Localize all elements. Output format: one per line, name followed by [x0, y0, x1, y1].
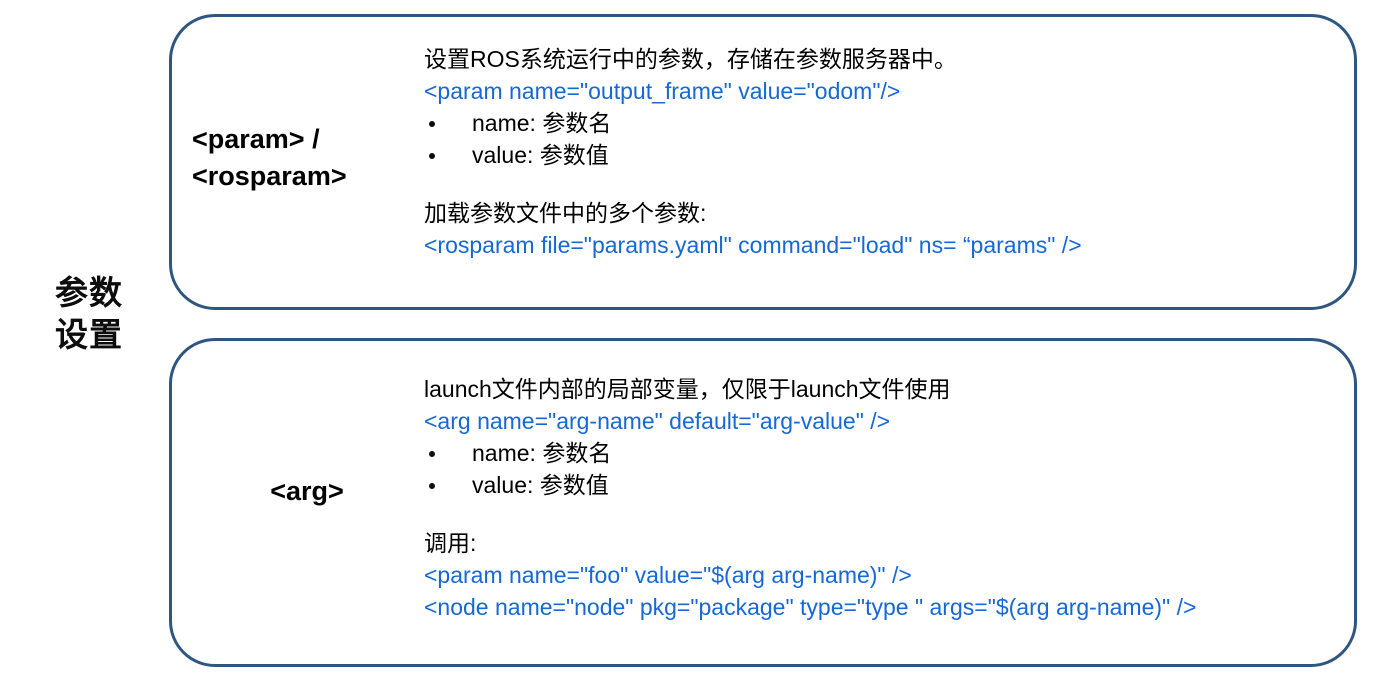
spacer — [424, 501, 1354, 527]
list-item: value: 参数值 — [424, 469, 1354, 501]
list-item-label: name: 参数名 — [472, 110, 612, 136]
list-item-label: value: 参数值 — [472, 142, 609, 168]
group-label-line-2: 设置 — [55, 316, 123, 353]
code-line: <rosparam file="params.yaml" command="lo… — [424, 232, 1082, 258]
list-item: name: 参数名 — [424, 107, 1354, 139]
list-item: value: 参数值 — [424, 139, 1354, 171]
bullet-dot-icon — [429, 153, 435, 159]
box-tag-arg: <arg> — [192, 473, 422, 510]
attribute-list: name: 参数名 value: 参数值 — [424, 107, 1354, 171]
box-param-content: 设置ROS系统运行中的参数，存储在参数服务器中。 <param name="ou… — [424, 17, 1354, 261]
description-line: 设置ROS系统运行中的参数，存储在参数服务器中。 — [424, 46, 957, 72]
box-tag-param-line-1: <param> / — [192, 124, 320, 154]
description-line: launch文件内部的局部变量，仅限于launch文件使用 — [424, 376, 951, 402]
code-line: <arg name="arg-name" default="arg-value"… — [424, 408, 891, 434]
list-item-label: name: 参数名 — [472, 440, 612, 466]
callout-box-arg: <arg> launch文件内部的局部变量，仅限于launch文件使用 <arg… — [169, 338, 1357, 667]
bullet-dot-icon — [429, 483, 435, 489]
code-line: <node name="node" pkg="package" type="ty… — [424, 594, 1197, 620]
box-tag-arg-line-1: <arg> — [270, 476, 344, 506]
code-line: <param name="foo" value="$(arg arg-name)… — [424, 562, 912, 588]
box-tag-param-line-2: <rosparam> — [192, 161, 347, 191]
box-tag-param: <param> / <rosparam> — [192, 121, 422, 195]
box-arg-content: launch文件内部的局部变量，仅限于launch文件使用 <arg name=… — [424, 341, 1354, 623]
group-label: 参数 设置 — [24, 272, 154, 356]
group-label-line-1: 参数 — [55, 274, 123, 311]
spacer — [424, 171, 1354, 197]
callout-box-param: <param> / <rosparam> 设置ROS系统运行中的参数，存储在参数… — [169, 14, 1357, 310]
code-line: <param name="output_frame" value="odom"/… — [424, 78, 901, 104]
description-line: 加载参数文件中的多个参数: — [424, 200, 707, 226]
list-item-label: value: 参数值 — [472, 472, 609, 498]
description-line: 调用: — [424, 530, 477, 556]
list-item: name: 参数名 — [424, 437, 1354, 469]
bullet-dot-icon — [429, 121, 435, 127]
bullet-dot-icon — [429, 451, 435, 457]
attribute-list: name: 参数名 value: 参数值 — [424, 437, 1354, 501]
